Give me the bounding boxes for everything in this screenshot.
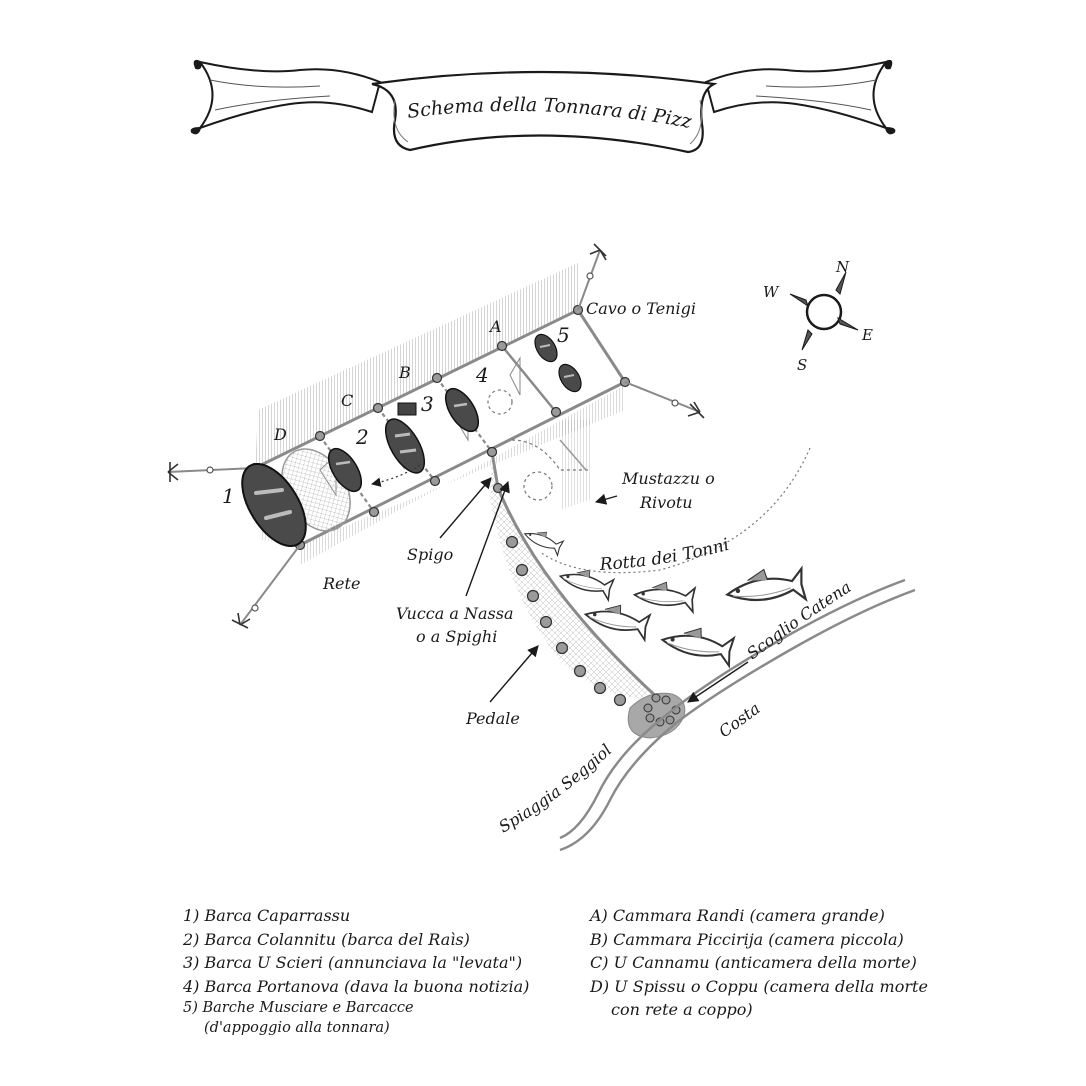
tuna-fish — [660, 627, 736, 669]
boat-number-3: 3 — [421, 392, 434, 416]
boat-number-1: 1 — [222, 484, 235, 508]
scoglio-catena — [627, 692, 686, 739]
label-vucca-a-nassa: Vucca a Nassa — [396, 604, 514, 623]
boat-1 — [241, 462, 307, 548]
legend-item: 2) Barca Colannitu (barca del Raìs) — [183, 929, 470, 949]
boat-5b — [558, 363, 582, 393]
label-mustazzu: Mustazzu o — [621, 469, 715, 488]
boats — [241, 333, 582, 548]
legend-item: C) U Cannamu (anticamera della morte) — [590, 953, 917, 972]
boat-3 — [384, 402, 426, 474]
legend-boats: 1) Barca Caparrassu 2) Barca Colannitu (… — [183, 904, 573, 1038]
tuna-fish — [632, 581, 697, 615]
tuna-fish — [523, 531, 565, 558]
legend-item: (d'appoggio alla tonnara) — [204, 1020, 390, 1036]
pedale-net — [486, 446, 662, 707]
chamber-letter-d: D — [273, 425, 287, 444]
legend-item: 4) Barca Portanova (dava la buona notizi… — [183, 976, 530, 996]
label-pedale: Pedale — [465, 709, 520, 728]
boat-4 — [444, 387, 480, 433]
coastline — [559, 578, 916, 852]
chamber-letters: A B C D — [273, 317, 502, 444]
tuna-fish — [725, 565, 808, 602]
legend-item: 1) Barca Caparrassu — [183, 906, 351, 925]
label-rete: Rete — [322, 574, 360, 593]
boat-number-2: 2 — [355, 425, 369, 449]
chamber-letter-a: A — [488, 317, 502, 336]
label-arrows — [439, 477, 749, 703]
boat-2 — [327, 447, 363, 493]
tuna-school — [523, 531, 808, 669]
legend-item: A) Cammara Randi (camera grande) — [590, 906, 885, 925]
tuna-fish — [583, 604, 652, 643]
boat-number-4: 4 — [475, 363, 489, 387]
boat-number-5: 5 — [557, 323, 570, 347]
tuna-fish — [558, 569, 616, 603]
boat-5a — [534, 333, 558, 363]
legend-item: con rete a coppo) — [611, 1000, 753, 1019]
legend-item: 3) Barca U Scieri (annunciava la "levata… — [183, 953, 523, 972]
boat-numbers: 1 2 3 4 5 — [222, 323, 570, 508]
compass-north: N — [835, 258, 850, 276]
title-text: Schema della Tonnara di Pizzo — [0, 0, 694, 133]
compass-rose: N E S W — [763, 258, 873, 374]
compass-west: W — [763, 283, 780, 301]
title-banner: Schema della Tonnara di Pizzo — [0, 0, 896, 154]
label-costa: Costa — [715, 699, 763, 742]
label-o-a-spighi: o a Spighi — [416, 627, 497, 646]
legend-item: D) U Spissu o Coppu (camera della morte — [590, 976, 928, 996]
chamber-letter-b: B — [398, 363, 411, 382]
legend-item: B) Cammara Piccirija (camera piccola) — [590, 929, 904, 949]
label-spigo: Spigo — [407, 545, 453, 564]
compass-south: S — [797, 356, 807, 374]
label-cavo-o-tenigi: Cavo o Tenigi — [586, 299, 696, 318]
legend-chambers: A) Cammara Randi (camera grande) B) Camm… — [590, 904, 950, 1022]
label-rivotu: Rivotu — [639, 493, 693, 512]
compass-east: E — [861, 326, 873, 344]
chamber-letter-c: C — [341, 391, 353, 410]
legend-item: 5) Barche Musciare e Barcacce — [183, 1000, 414, 1016]
